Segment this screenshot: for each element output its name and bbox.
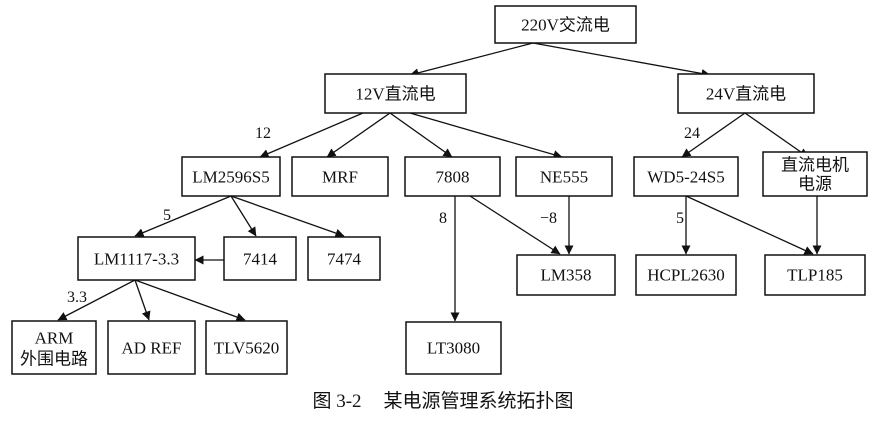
svg-text:HCPL2630: HCPL2630 [647, 266, 724, 285]
edge-12v-to-7808 [389, 112, 453, 158]
edge-220v-to-12v [409, 42, 534, 78]
edge-7808-to-lm358 [469, 195, 561, 255]
node-tlv5620: TLV5620 [205, 320, 288, 375]
svg-text:TLP185: TLP185 [787, 266, 843, 285]
svg-text:12V直流电: 12V直流电 [355, 85, 435, 104]
svg-text:MRF: MRF [322, 168, 358, 187]
node-7414: 7414 [223, 236, 297, 281]
svg-text:7414: 7414 [243, 250, 278, 269]
edge-24v-to-motor-power [744, 112, 809, 158]
edge-lm2596-to-7474 [230, 195, 345, 238]
label-minus-8: −8 [540, 210, 557, 227]
edge-12v-to-mrf [326, 112, 391, 158]
edge-12v-to-ne555 [409, 112, 563, 159]
figure-caption: 图 3-2 某电源管理系统拓扑图 [0, 386, 886, 413]
node-lt3080: LT3080 [405, 321, 502, 375]
node-arm-peripheral: ARM 外围电路 [11, 320, 97, 375]
node-lm1117-3-3: LM1117-3.3 [77, 236, 196, 281]
label-5-lm2596: 5 [163, 207, 171, 224]
node-ad-ref: AD REF [107, 320, 196, 375]
edge-lm2596-to-lm1117 [134, 195, 232, 237]
node-220v-ac: 220V交流电 [494, 5, 637, 44]
svg-text:220V交流电: 220V交流电 [521, 16, 610, 35]
svg-text:AD REF: AD REF [122, 339, 182, 358]
node-24v-dc: 24V直流电 [677, 73, 815, 114]
label-8: 8 [439, 210, 447, 227]
node-lm358: LM358 [516, 254, 616, 296]
svg-text:LT3080: LT3080 [427, 339, 480, 358]
label-24: 24 [684, 125, 700, 142]
edge-12v-to-lm2596 [259, 112, 364, 158]
node-7474: 7474 [307, 236, 381, 281]
edge-lm1117-to-arm [57, 279, 136, 321]
edge-220v-to-24v [532, 42, 711, 78]
svg-text:直流电机: 直流电机 [781, 156, 849, 175]
node-7808: 7808 [404, 156, 501, 197]
svg-text:LM1117-3.3: LM1117-3.3 [94, 250, 179, 269]
connectors [57, 42, 822, 322]
svg-text:LM2596S5: LM2596S5 [192, 168, 269, 187]
svg-text:外围电路: 外围电路 [20, 350, 88, 369]
svg-text:电源: 电源 [798, 175, 832, 194]
node-dc-motor-power: 直流电机 电源 [762, 151, 868, 197]
svg-text:ARM: ARM [35, 329, 74, 348]
node-lm2596s5: LM2596S5 [181, 156, 281, 197]
figure-title: 某电源管理系统拓扑图 [383, 391, 574, 412]
svg-text:WD5-24S5: WD5-24S5 [647, 168, 724, 187]
node-ne555: NE555 [515, 156, 613, 197]
node-hcpl2630: HCPL2630 [635, 254, 737, 296]
node-wd5-24s5: WD5-24S5 [633, 156, 739, 197]
edge-lm1117-to-adref [134, 279, 151, 321]
svg-text:TLV5620: TLV5620 [214, 339, 280, 358]
svg-text:24V直流电: 24V直流电 [706, 85, 786, 104]
label-5-wd5: 5 [676, 210, 684, 227]
label-12: 12 [255, 125, 271, 142]
svg-text:NE555: NE555 [540, 168, 588, 187]
label-3-3: 3.3 [67, 289, 87, 306]
svg-text:7808: 7808 [436, 168, 470, 187]
edge-wd5-to-tlp185 [685, 195, 814, 255]
svg-text:LM358: LM358 [541, 266, 592, 285]
svg-text:7474: 7474 [327, 250, 362, 269]
node-tlp185: TLP185 [764, 254, 866, 296]
node-12v-dc: 12V直流电 [324, 73, 467, 114]
node-mrf: MRF [291, 156, 389, 197]
figure-number: 图 3-2 [312, 391, 362, 412]
edge-lm1117-to-tlv5620 [134, 279, 246, 322]
edge-lm2596-to-7414 [230, 195, 257, 237]
edge-labels: 12 24 5 3.3 8 −8 5 [67, 125, 700, 306]
edge-24v-to-wd5 [681, 112, 746, 158]
